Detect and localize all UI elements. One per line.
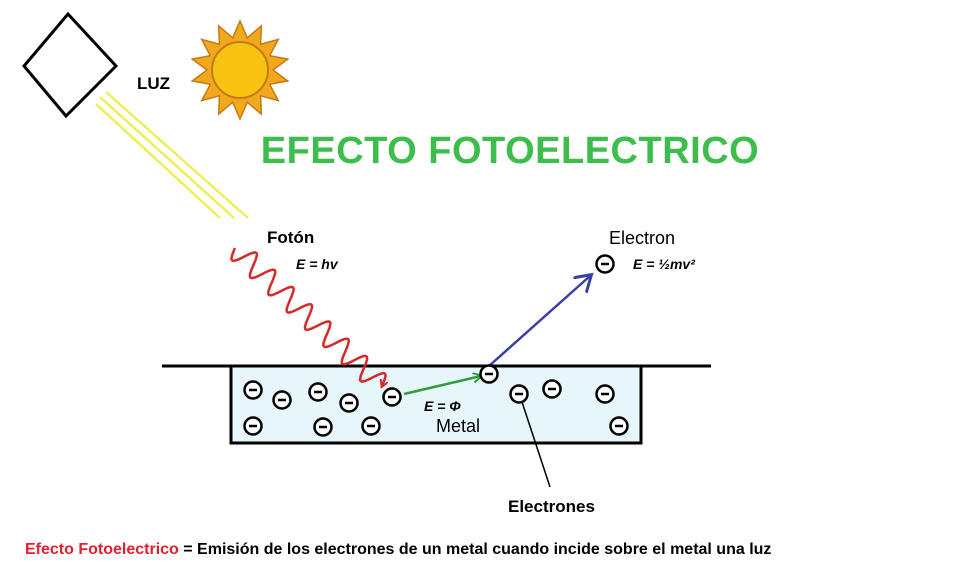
- metal-label: Metal: [436, 416, 481, 436]
- work-function-arrow: [403, 376, 481, 396]
- electron-icon: [542, 379, 562, 399]
- sun-icon: [190, 19, 290, 121]
- electron-icon: [308, 382, 328, 402]
- electrons-pointer-line: [521, 401, 551, 488]
- caption-term: Efecto Fotoelectrico: [25, 541, 179, 558]
- caption: Efecto Fotoelectrico = Emisión de los el…: [25, 541, 771, 559]
- lamp-icon: [22, 11, 119, 119]
- electron-icon: [243, 380, 263, 400]
- electron-icon: [243, 416, 263, 436]
- caption-definition: = Emisión de los electrones de un metal …: [178, 541, 772, 558]
- electron-icon: [509, 384, 529, 404]
- photon-label: Fotón: [267, 228, 315, 247]
- electrons-label: Electrones: [508, 497, 595, 516]
- electron-icon: [339, 393, 359, 413]
- work-function-equation: E = Φ: [424, 398, 461, 414]
- electron-icon: [595, 384, 615, 404]
- light-rays: [95, 91, 249, 219]
- electron-icon: [361, 416, 381, 436]
- light-label: LUZ: [137, 74, 171, 93]
- electron-icon: [272, 390, 292, 410]
- electron-label: Electron: [609, 228, 676, 248]
- electron-energy-equation: E = ½mv²: [633, 256, 695, 272]
- ejected-electron-arrow: [488, 276, 590, 367]
- photon-wave: [230, 247, 386, 386]
- electron-icon: [479, 364, 499, 384]
- diagram-title: EFECTO FOTOELECTRICO: [260, 130, 760, 172]
- electron-icon: [382, 387, 402, 407]
- electron-icon: [313, 417, 333, 437]
- electron-icon: [609, 416, 629, 436]
- photon-energy-equation: E = hv: [296, 256, 338, 272]
- metal-block: [229, 364, 643, 445]
- sun-disc: [211, 41, 269, 99]
- electron-icon: [595, 254, 615, 274]
- electrons-group: [243, 379, 629, 437]
